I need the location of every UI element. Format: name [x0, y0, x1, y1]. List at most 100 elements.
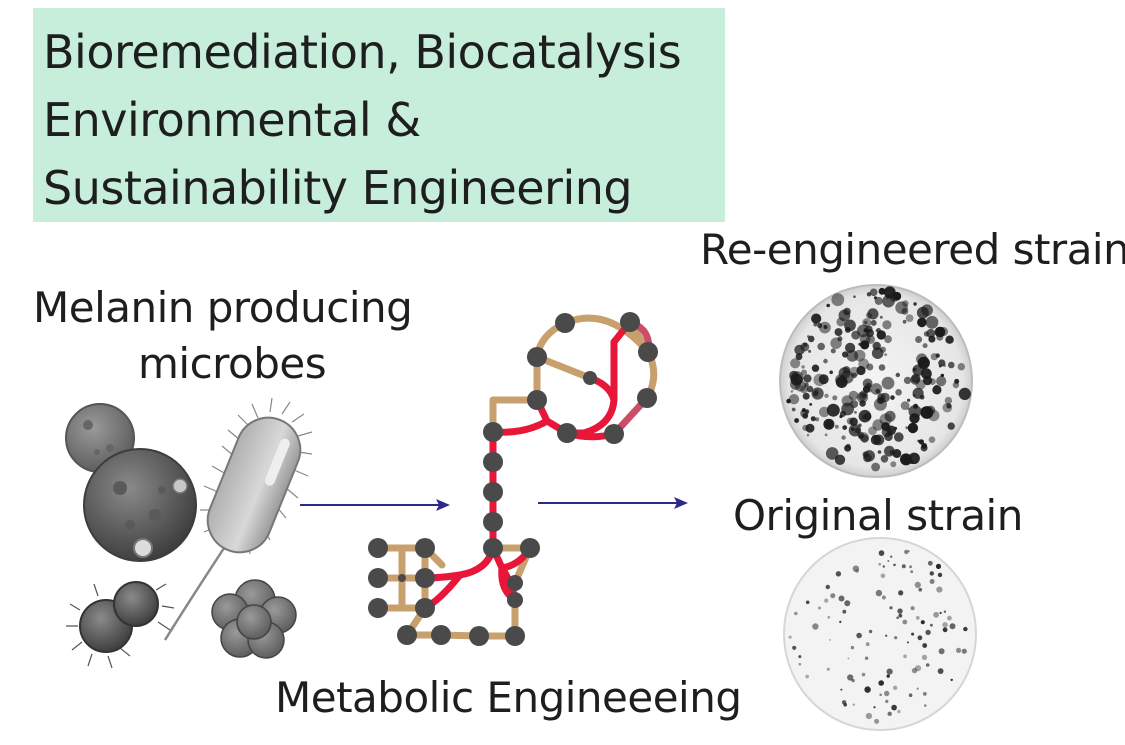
colony-sparse-spots — [788, 549, 968, 724]
colony-spot — [834, 328, 843, 337]
colony-spot — [863, 328, 868, 333]
colony-spot — [811, 364, 820, 372]
colony-spot — [889, 606, 893, 610]
colony-spot — [847, 657, 850, 660]
colony-spot — [878, 562, 882, 566]
colony-spot — [847, 674, 854, 681]
colony-spot — [892, 685, 898, 690]
colony-spot — [926, 405, 936, 415]
colony-spot — [825, 447, 839, 460]
colony-spot — [949, 623, 956, 630]
colony-spot — [912, 387, 924, 399]
colony-spot — [920, 407, 924, 411]
colony-spot — [926, 328, 936, 338]
colony-spot — [911, 667, 918, 674]
colony-spot — [917, 635, 923, 641]
colony-spot — [912, 367, 917, 372]
colony-spot — [811, 313, 822, 324]
colony-spot — [937, 572, 943, 578]
colony-spot — [841, 435, 846, 440]
colony-spot — [855, 569, 859, 573]
colony-spot — [913, 302, 917, 306]
colony-spot — [872, 435, 877, 440]
colony-spot — [815, 417, 820, 422]
colony-spot — [881, 595, 886, 600]
colony-spot — [905, 314, 914, 322]
microbes-label: microbes — [138, 339, 327, 388]
colony-spot — [835, 376, 848, 388]
colony-spot — [819, 406, 830, 418]
colony-spot — [920, 620, 925, 625]
colony-spot — [943, 364, 946, 367]
colony-spot — [809, 403, 813, 406]
colony-spot — [935, 353, 940, 358]
colony-spot — [870, 319, 877, 326]
colony-spot — [790, 390, 794, 393]
colony-spot — [862, 385, 871, 393]
colony-spot — [904, 549, 909, 555]
colony-spot — [792, 645, 797, 650]
colony-spot — [802, 424, 809, 431]
colony-spot — [938, 648, 945, 655]
colony-spot — [844, 600, 851, 607]
colony-spot — [928, 436, 936, 444]
colony-spot — [817, 342, 825, 351]
diplococcus-icon — [66, 581, 175, 669]
colony-spot — [805, 600, 810, 605]
colony-spot — [838, 595, 845, 602]
colony-spot — [812, 390, 819, 397]
colony-spot — [804, 382, 809, 387]
colony-spot — [898, 613, 903, 618]
colony-spot — [871, 462, 880, 472]
colony-spot — [842, 425, 848, 430]
colony-spot — [851, 372, 857, 379]
colony-spot — [890, 461, 897, 468]
colony-spot — [881, 376, 895, 390]
colony-spot — [887, 560, 890, 562]
arrow-to-pathway — [300, 499, 450, 511]
colony-spot — [791, 407, 796, 412]
colony-spot — [866, 363, 874, 371]
colony-spot — [801, 369, 807, 376]
colony-spot — [830, 593, 836, 599]
colony-spot — [859, 333, 871, 345]
title-line-2: Environmental & — [43, 93, 421, 147]
colony-spot — [921, 654, 928, 661]
colony-spot — [846, 417, 854, 425]
colony-spot — [807, 335, 815, 343]
colony-spot — [915, 616, 920, 620]
colony-spot — [856, 632, 862, 639]
colony-spot — [900, 401, 910, 410]
colony-spot — [829, 370, 833, 375]
colony-spot — [864, 656, 869, 660]
colony-spot — [844, 444, 852, 452]
colony-spot — [841, 395, 853, 407]
metabolic-network-diagram — [368, 312, 658, 646]
colony-spot — [906, 641, 909, 644]
colony-spot — [863, 453, 872, 463]
colony-spot — [905, 426, 909, 430]
colony-spot — [880, 392, 890, 403]
colony-spot — [891, 704, 897, 711]
colony-spot — [798, 662, 802, 666]
colony-spot — [884, 353, 888, 356]
colony-spot — [938, 326, 948, 337]
colony-spot — [922, 643, 928, 648]
colony-spot — [806, 433, 810, 437]
colony-spot — [823, 418, 835, 430]
colony-spot — [903, 376, 912, 385]
colony-spot — [945, 335, 954, 344]
colony-spot — [838, 309, 851, 322]
colony-spot — [917, 356, 930, 369]
colony-spot — [897, 709, 901, 714]
colony-spot — [810, 416, 816, 422]
colony-spot — [936, 376, 947, 387]
colony-spot — [842, 366, 851, 374]
colony-spot — [882, 565, 885, 568]
colony-spot — [942, 402, 953, 413]
colony-spot — [824, 393, 829, 398]
colony-spot — [917, 439, 921, 443]
colony-spot — [874, 296, 883, 305]
staphylococcus-cluster-icon — [211, 579, 297, 659]
